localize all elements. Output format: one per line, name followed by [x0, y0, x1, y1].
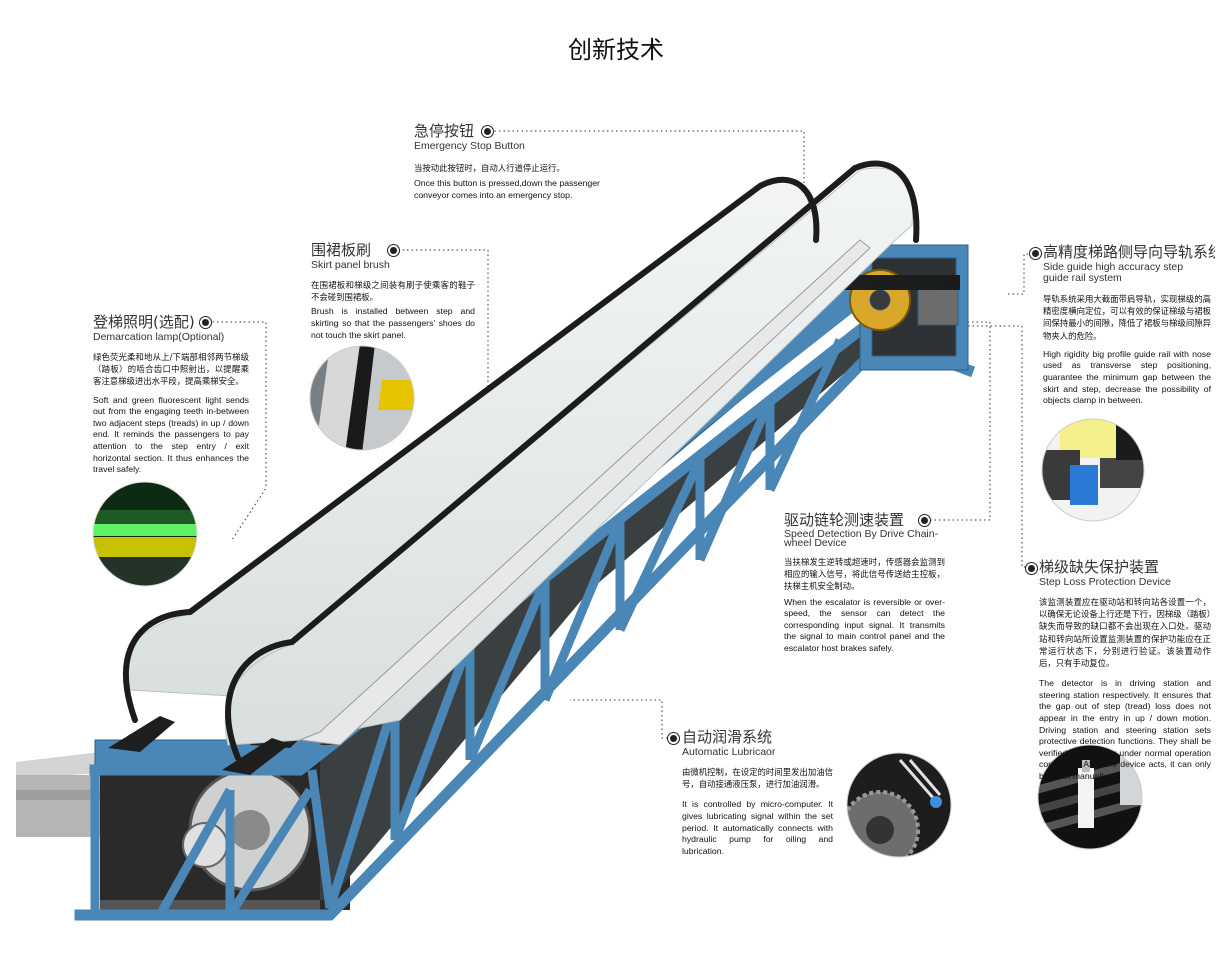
- emergency-stop-block: 急停按钮 Emergency Stop Button 当按动此按钮时，自动人行道…: [414, 122, 604, 201]
- leader-speed: [930, 321, 991, 521]
- skirt-brush-marker: [388, 245, 399, 256]
- lubricator-desc-en: It is controlled by micro-computer. It g…: [682, 799, 833, 856]
- lubricator-marker: [668, 733, 679, 744]
- skirt-brush-block: 围裙板刷 Skirt panel brush 在围裙板和梯级之间装有刷子使乘客的…: [311, 241, 475, 341]
- demarcation-lamp-title-cn: 登梯照明(选配): [93, 313, 195, 331]
- side-guide-marker: [1030, 248, 1041, 259]
- handrails: [123, 160, 920, 761]
- leader-side: [1006, 253, 1028, 295]
- upper-head: [849, 244, 969, 371]
- leader-skirt: [398, 249, 489, 420]
- step-loss-image: [1038, 745, 1142, 849]
- page-title: 创新技术: [568, 36, 664, 64]
- lubricator-title-en: Automatic Lubricaor: [682, 746, 776, 758]
- emergency-stop-desc-en: Once this button is pressed,down the pas…: [414, 178, 600, 200]
- truss-diagonals: [90, 338, 845, 918]
- step-loss-desc-cn: 该监测装置应在驱动站和转向站各设置一个，以确保无论设备上行还是下行，因梯级（踏板…: [1039, 597, 1211, 669]
- demarcation-lamp-desc-cn: 绿色荧光柔和地从上/下端部相邻两节梯级（踏板）的啮合齿口中照射出，以提醒乘客注意…: [93, 352, 249, 387]
- step-loss-block: 梯级缺失保护装置 Step Loss Protection Device 该监测…: [1039, 558, 1211, 783]
- demarcation-lamp-block: 登梯照明(选配) Demarcation lamp(Optional) 绿色荧光…: [93, 313, 249, 476]
- speed-detection-marker: [919, 515, 930, 526]
- side-guide-title-en: Side guide high accuracy step guide rail…: [1043, 261, 1184, 284]
- side-guide-desc-en: High rigidity big profile guide rail wit…: [1043, 348, 1211, 406]
- skirt-brush-title-en: Skirt panel brush: [311, 259, 390, 271]
- leader-lines: [208, 130, 1030, 739]
- skirt-brush-title-cn: 围裙板刷: [311, 241, 372, 259]
- step-loss-title-cn: 梯级缺失保护装置: [1039, 558, 1160, 576]
- skirting: [299, 239, 871, 746]
- emergency-stop-title-cn: 急停按钮: [414, 122, 475, 140]
- demarcation-lamp-image: [93, 482, 197, 586]
- speed-detection-desc-en: When the escalator is reversible or over…: [784, 596, 945, 653]
- side-guide-image: [1042, 419, 1144, 521]
- skirt-brush-desc-cn: 在围裙板和梯级之间装有刷子使乘客的鞋子不会碰到围裙板。: [311, 280, 475, 303]
- lubricator-desc-cn: 由微机控制，在设定的时间里发出加油信号，自动接通液压泵，进行加油润滑。: [682, 767, 833, 790]
- leader-step: [968, 325, 1030, 568]
- side-guide-block: 高精度梯路侧导向导轨系统 Side guide high accuracy st…: [1043, 243, 1215, 407]
- leader-emergency: [490, 130, 805, 250]
- lubricator-title-cn: 自动润滑系统: [682, 728, 773, 746]
- newels: [108, 716, 290, 775]
- skirt-brush-image: [310, 346, 414, 450]
- step-loss-desc-en: The detector is in driving station and s…: [1039, 678, 1211, 781]
- leader-demarc: [208, 321, 267, 541]
- emergency-stop-marker: [482, 126, 493, 137]
- speed-detection-block: 驱动链轮测速装置 Speed Detection By Drive Chain-…: [784, 511, 945, 655]
- step-loss-title-en: Step Loss Protection Device: [1039, 576, 1171, 588]
- leader-lube: [570, 699, 672, 739]
- speed-detection-title-en: Speed Detection By Drive Chain-wheel Dev…: [784, 528, 939, 549]
- emergency-stop-title-en: Emergency Stop Button: [414, 140, 525, 152]
- speed-detection-desc-cn: 当扶梯发生逆转或超速时，传感器会监测到相应的输入信号，将此信号传送给主控板，扶梯…: [784, 557, 945, 592]
- emergency-stop-desc-cn: 当按动此按钮时，自动人行道停止运行。: [414, 163, 565, 173]
- demarcation-lamp-desc-en: Soft and green fluorescent light sends o…: [93, 394, 249, 475]
- skirt-brush-desc-en: Brush is installed between step and skir…: [311, 306, 475, 340]
- side-guide-desc-cn: 导轨系统采用大截面带肩导轨，实现梯级的高精密度横向定位，可以有效的保证梯级与裙板…: [1043, 294, 1211, 341]
- step-loss-marker: [1026, 563, 1037, 574]
- demarcation-lamp-marker: [200, 317, 211, 328]
- demarcation-lamp-title-en: Demarcation lamp(Optional): [93, 331, 225, 343]
- lubricator-block: 自动润滑系统 Automatic Lubricaor 由微机控制，在设定的时间里…: [682, 728, 833, 857]
- speed-detection-title-cn: 驱动链轮测速装置: [784, 511, 905, 529]
- side-guide-title-cn: 高精度梯路侧导向导轨系统: [1043, 243, 1215, 261]
